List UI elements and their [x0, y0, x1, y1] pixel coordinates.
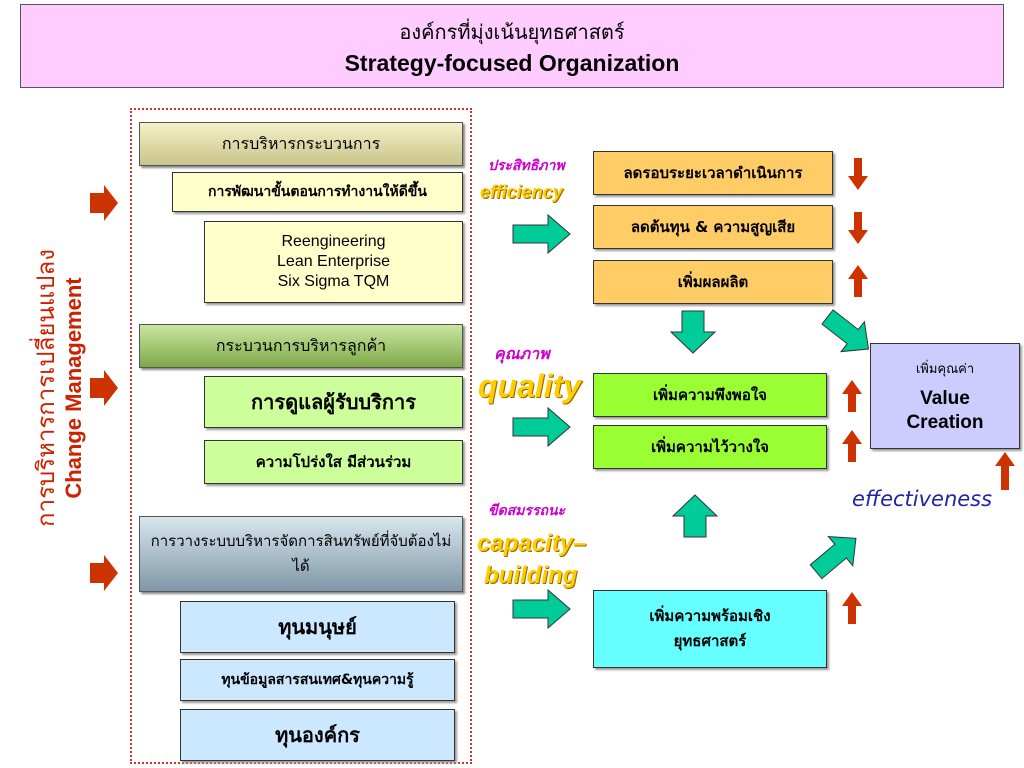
process-group-container — [130, 108, 472, 764]
green-right-arrow-icon — [512, 406, 571, 448]
title-english: Strategy-focused Organization — [344, 49, 680, 76]
increase-satisfaction-box: เพิ่มความพึงพอใจ — [593, 373, 827, 417]
customer-care-box: การดูแลผู้รับบริการ — [204, 376, 463, 428]
strategic-readiness-box: เพิ่มความพร้อมเชิง ยุทธศาสตร์ — [593, 590, 827, 668]
red-up-arrow-icon — [842, 592, 862, 624]
value-creation-thai: เพิ่มคุณค่า — [915, 361, 975, 377]
green-right-arrow-icon — [512, 588, 571, 630]
capacity-english-label-2: building — [484, 562, 578, 589]
process-improvement-box: การพัฒนาขั้นตอนการทำงานให้ดีขึ้น — [172, 172, 463, 212]
capacity-english-label-1: capacity– — [477, 530, 587, 557]
red-up-arrow-icon — [842, 430, 862, 462]
change-management-thai: การบริหารการเปลี่ยนแปลง — [32, 249, 61, 527]
human-capital-box: ทุนมนุษย์ — [180, 601, 455, 653]
title-box: องค์กรที่มุ่งเน้นยุทธศาสตร์ Strategy-foc… — [20, 4, 1004, 88]
change-management-english: Change Management — [61, 277, 87, 499]
red-right-arrow-icon — [90, 370, 118, 406]
quality-english-label: quality — [478, 368, 582, 404]
efficiency-english-label: efficiency — [480, 182, 563, 202]
method-item: Lean Enterprise — [277, 253, 390, 270]
green-diagonal-up-arrow-icon — [809, 536, 857, 580]
reduce-cost-box: ลดต้นทุน & ความสูญเสีย — [593, 205, 833, 249]
method-item: Reengineering — [281, 233, 386, 250]
green-up-arrow-icon — [672, 494, 718, 538]
red-up-arrow-icon — [842, 380, 862, 412]
red-up-arrow-icon — [995, 452, 1015, 490]
information-capital-box: ทุนข้อมูลสารสนเทศ&ทุนความรู้ — [180, 659, 455, 701]
process-management-header: การบริหารกระบวนการ — [139, 122, 463, 166]
quality-thai-label: คุณภาพ — [494, 344, 550, 363]
title-thai: องค์กรที่มุ่งเน้นยุทธศาสตร์ — [399, 19, 625, 44]
methods-box: Reengineering Lean Enterprise Six Sigma … — [204, 221, 463, 303]
green-diagonal-down-arrow-icon — [821, 309, 870, 353]
capacity-thai-label: ขีดสมรรถนะ — [488, 503, 566, 519]
increase-trust-box: เพิ่มความไว้วางใจ — [593, 425, 827, 469]
transparency-box: ความโปร่งใส มีส่วนร่วม — [204, 440, 463, 484]
increase-output-box: เพิ่มผลผลิต — [593, 260, 833, 304]
red-right-arrow-icon — [90, 555, 118, 591]
customer-process-header: กระบวนการบริหารลูกค้า — [139, 324, 463, 368]
efficiency-thai-label: ประสิทธิภาพ — [488, 158, 565, 174]
green-right-arrow-icon — [512, 213, 571, 255]
red-down-arrow-icon — [848, 158, 868, 190]
organization-capital-box: ทุนองค์กร — [180, 709, 455, 761]
value-creation-line-1: Value — [920, 387, 970, 409]
intangible-assets-header: การวางระบบบริหารจัดการสินทรัพย์ที่จับต้อ… — [139, 516, 463, 592]
red-up-arrow-icon — [848, 265, 868, 297]
readiness-line-1: เพิ่มความพร้อมเชิง — [649, 606, 771, 625]
effectiveness-label: effectiveness — [852, 487, 993, 511]
green-down-arrow-icon — [670, 310, 716, 354]
method-item: Six Sigma TQM — [277, 273, 390, 290]
red-down-arrow-icon — [848, 212, 868, 244]
value-creation-box: เพิ่มคุณค่า Value Creation — [870, 343, 1020, 449]
readiness-line-2: ยุทธศาสตร์ — [673, 632, 747, 650]
red-right-arrow-icon — [90, 185, 118, 221]
value-creation-line-2: Creation — [906, 411, 984, 433]
reduce-time-box: ลดรอบระยะเวลาดำเนินการ — [593, 151, 833, 195]
